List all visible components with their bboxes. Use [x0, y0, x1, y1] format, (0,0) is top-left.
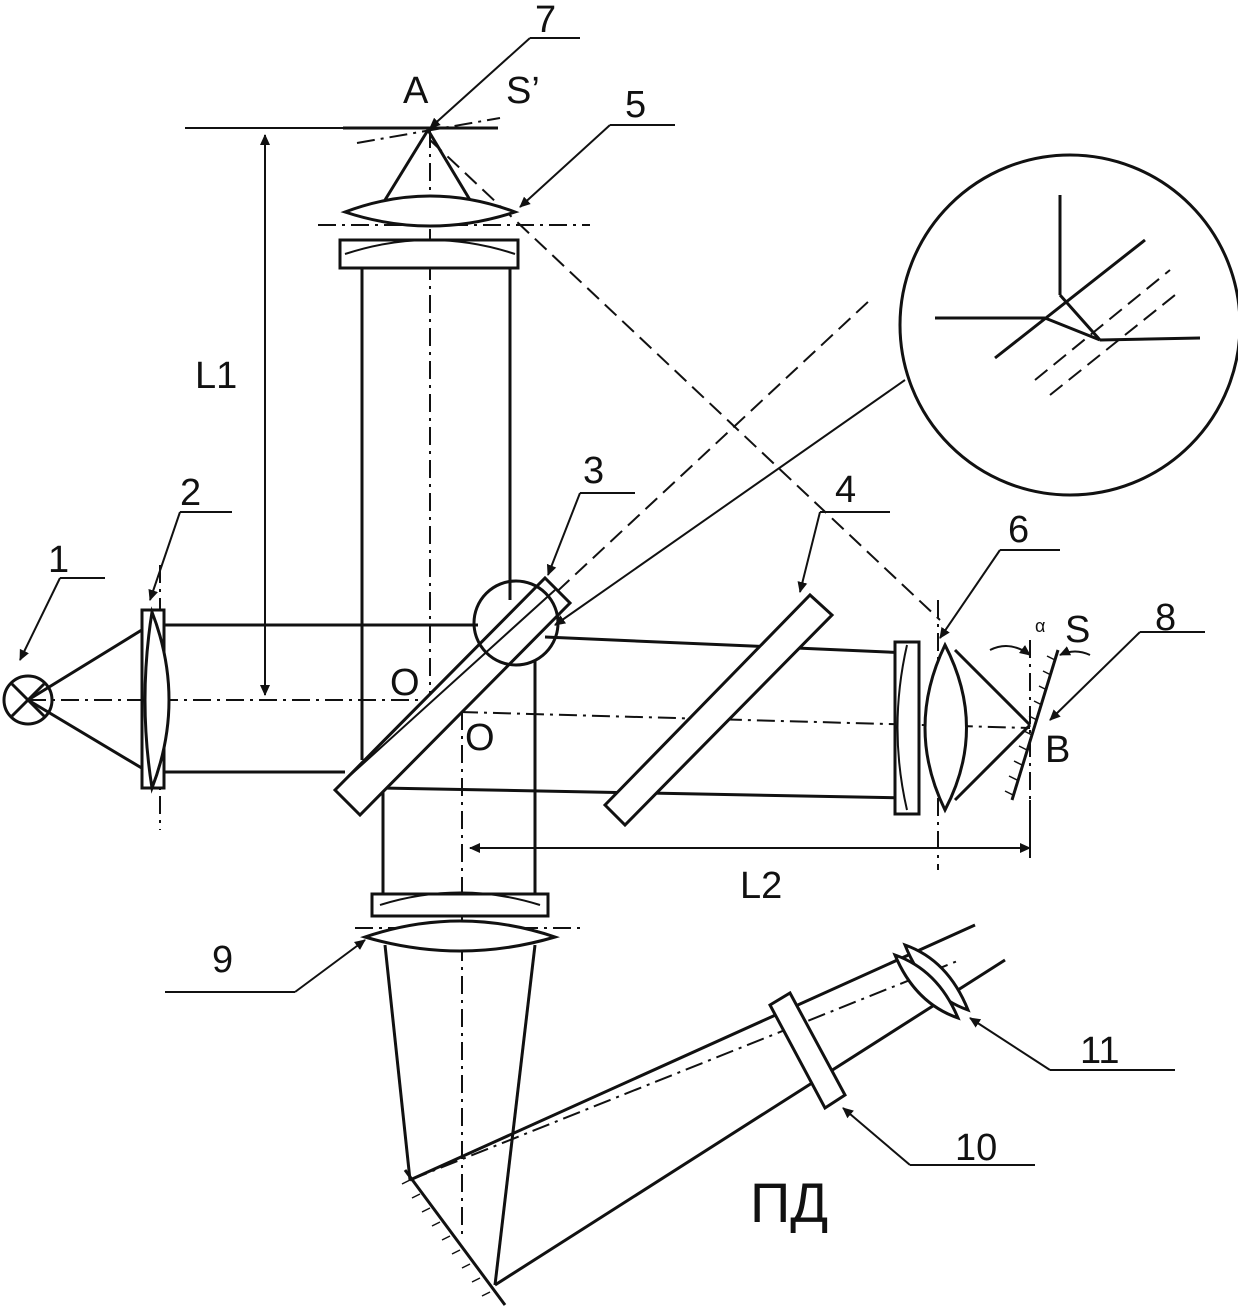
- label-O-upper: O: [390, 662, 420, 704]
- leader-lines: [19, 37, 1205, 1166]
- label-alpha: α: [1035, 616, 1045, 636]
- diagonal-rays: [429, 139, 941, 641]
- label-11: 11: [1080, 1030, 1119, 1072]
- filter-10: [768, 990, 847, 1111]
- lens-2: [140, 606, 171, 794]
- label-S-prime: S’: [506, 70, 540, 112]
- label-L1: L1: [195, 355, 237, 397]
- lens-9: [360, 891, 560, 953]
- lens-5: [338, 194, 520, 270]
- beam-splitter-3: [332, 575, 573, 818]
- light-source: [2, 674, 54, 726]
- label-O-lower: O: [465, 717, 495, 759]
- label-7: 7: [535, 0, 556, 41]
- lens-6: [893, 640, 968, 816]
- bottom-mirror: [401, 1169, 507, 1306]
- dimension-L1: [185, 127, 343, 696]
- beam-paths: [27, 129, 1032, 1287]
- dimension-L2: [469, 800, 1031, 858]
- inset-detail: [554, 153, 1238, 626]
- label-A: A: [403, 70, 429, 112]
- labels: 1 2 3 4 5 6 7 8 9 11 10 A S’ S α B L1 L2…: [48, 0, 1176, 1234]
- plate-4: [602, 592, 835, 828]
- detail-circle: [472, 579, 560, 667]
- label-5: 5: [625, 84, 646, 126]
- label-1: 1: [48, 539, 69, 581]
- label-B: B: [1045, 729, 1070, 771]
- label-S: S: [1065, 609, 1090, 651]
- label-8: 8: [1155, 597, 1176, 639]
- label-9: 9: [212, 939, 233, 981]
- label-3: 3: [583, 450, 604, 492]
- optical-axes: [28, 117, 1031, 1240]
- detector-11: [892, 942, 971, 1021]
- label-10: 10: [955, 1127, 997, 1169]
- label-4: 4: [835, 469, 856, 511]
- label-6: 6: [1008, 509, 1029, 551]
- label-L2: L2: [740, 865, 782, 907]
- label-PD: ПД: [750, 1171, 828, 1234]
- mirror-8: [989, 645, 1091, 801]
- label-2: 2: [180, 472, 201, 514]
